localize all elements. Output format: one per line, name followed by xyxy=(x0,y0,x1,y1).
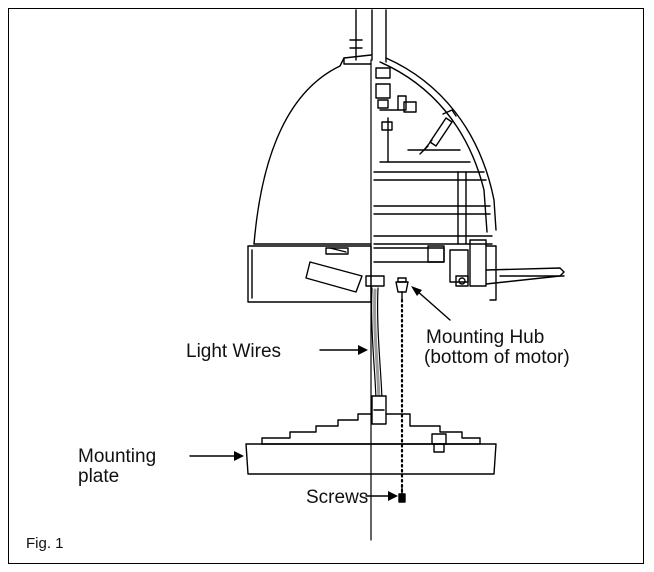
arrow-head-hub xyxy=(411,286,422,296)
mounting-hub xyxy=(365,275,409,301)
blade-arm xyxy=(373,239,565,301)
arrow-head-plate xyxy=(234,451,244,461)
motor-housing-cutaway xyxy=(373,57,497,245)
label-mounting-hub-note: (bottom of motor) xyxy=(424,347,570,368)
arrow-head-light-wires xyxy=(358,345,368,355)
label-mounting-plate-1: Mounting xyxy=(78,446,156,467)
figure-border xyxy=(8,8,644,564)
motor-housing-exterior xyxy=(253,54,372,245)
leader-arrows xyxy=(189,289,451,497)
arrow-head-screws xyxy=(388,491,398,501)
screw-icon xyxy=(398,487,406,503)
label-mounting-hub: Mounting Hub xyxy=(426,327,544,348)
label-light-wires: Light Wires xyxy=(186,341,281,362)
figure-caption: Fig. 1 xyxy=(26,535,64,552)
downrod xyxy=(349,9,387,63)
label-mounting-plate-2: plate xyxy=(78,466,119,487)
light-wires xyxy=(371,287,387,425)
label-screws: Screws xyxy=(306,487,368,508)
mounting-plate xyxy=(245,413,497,475)
switch-cup xyxy=(247,245,372,303)
